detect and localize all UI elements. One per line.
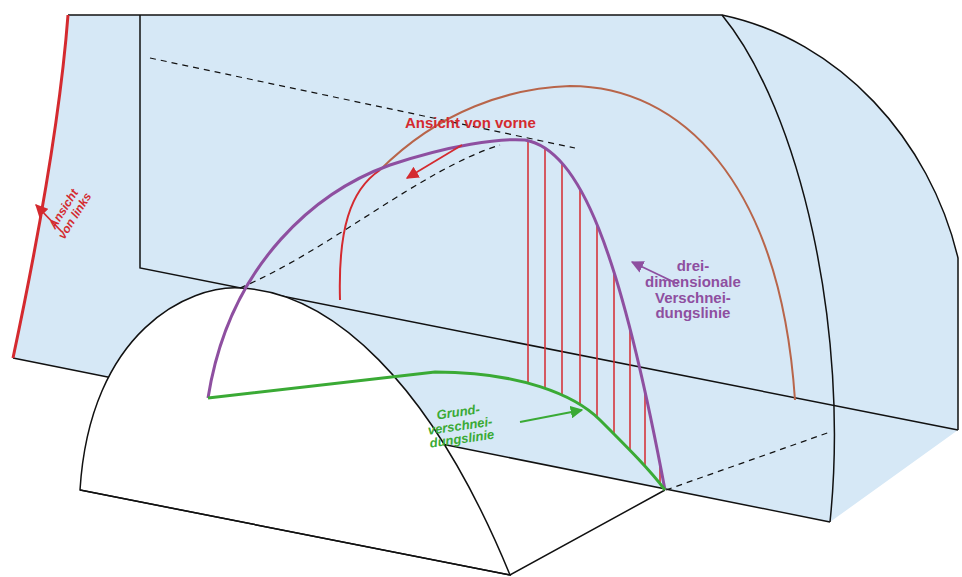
projection-line (629, 328, 631, 450)
projection-line (596, 224, 598, 417)
intersection-curve (208, 140, 665, 490)
projection-line (561, 163, 563, 395)
front-view-arc (340, 170, 380, 300)
right-outline (722, 15, 958, 430)
projection-line (644, 391, 646, 466)
hidden-line (150, 58, 575, 148)
base-intersection-curve (208, 372, 665, 490)
leader-arrow (520, 410, 582, 422)
projection-line (527, 140, 529, 383)
top-edge (68, 14, 722, 16)
projection-line (579, 189, 581, 405)
curve-label: drei- dimensionale Verschnei- dungslinie (645, 258, 741, 321)
left-view-arc (13, 15, 68, 358)
projection-line (613, 272, 615, 434)
small-cylinder-base (80, 490, 665, 575)
leader-arrow (407, 145, 462, 178)
front-view-arc (380, 86, 795, 400)
hidden-line (240, 145, 500, 288)
view-label: Ansicht von vorne (405, 115, 536, 131)
projection-line (544, 148, 546, 388)
right-end-arc (722, 15, 834, 522)
projection-lines (528, 140, 660, 483)
